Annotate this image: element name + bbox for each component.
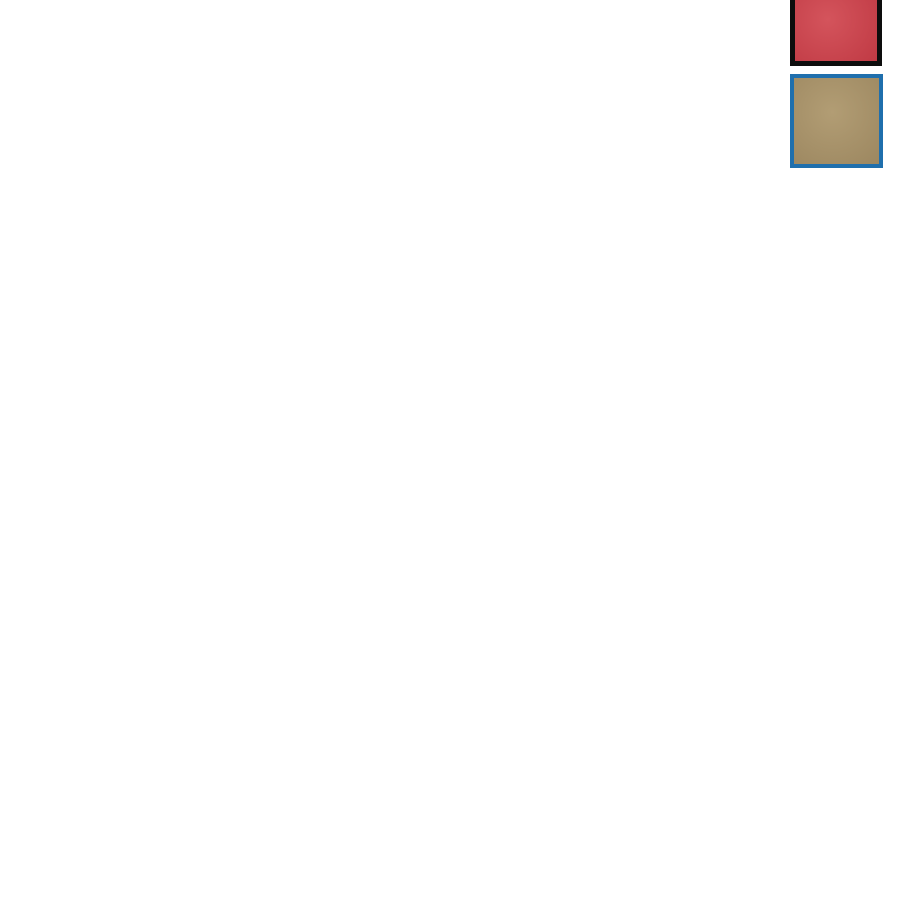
panel-e-schematic — [0, 655, 912, 912]
panel-d-absorbance-chart — [456, 270, 912, 655]
absorbance-plot-oa-ola — [0, 270, 456, 655]
panel-a-ftir-chart — [0, 0, 456, 258]
schematic-drawing — [0, 655, 912, 912]
panel-c-absorbance-chart — [0, 270, 456, 655]
ftir-plot — [0, 0, 456, 258]
trap-sites-bullet — [470, 891, 478, 906]
panel-b-pl-chart — [456, 0, 912, 258]
ligand-exchanged-pqds-photo — [790, 74, 883, 168]
absorbance-plot-ligand-exchanged — [456, 270, 912, 655]
capped-pqds-photo — [790, 0, 882, 66]
